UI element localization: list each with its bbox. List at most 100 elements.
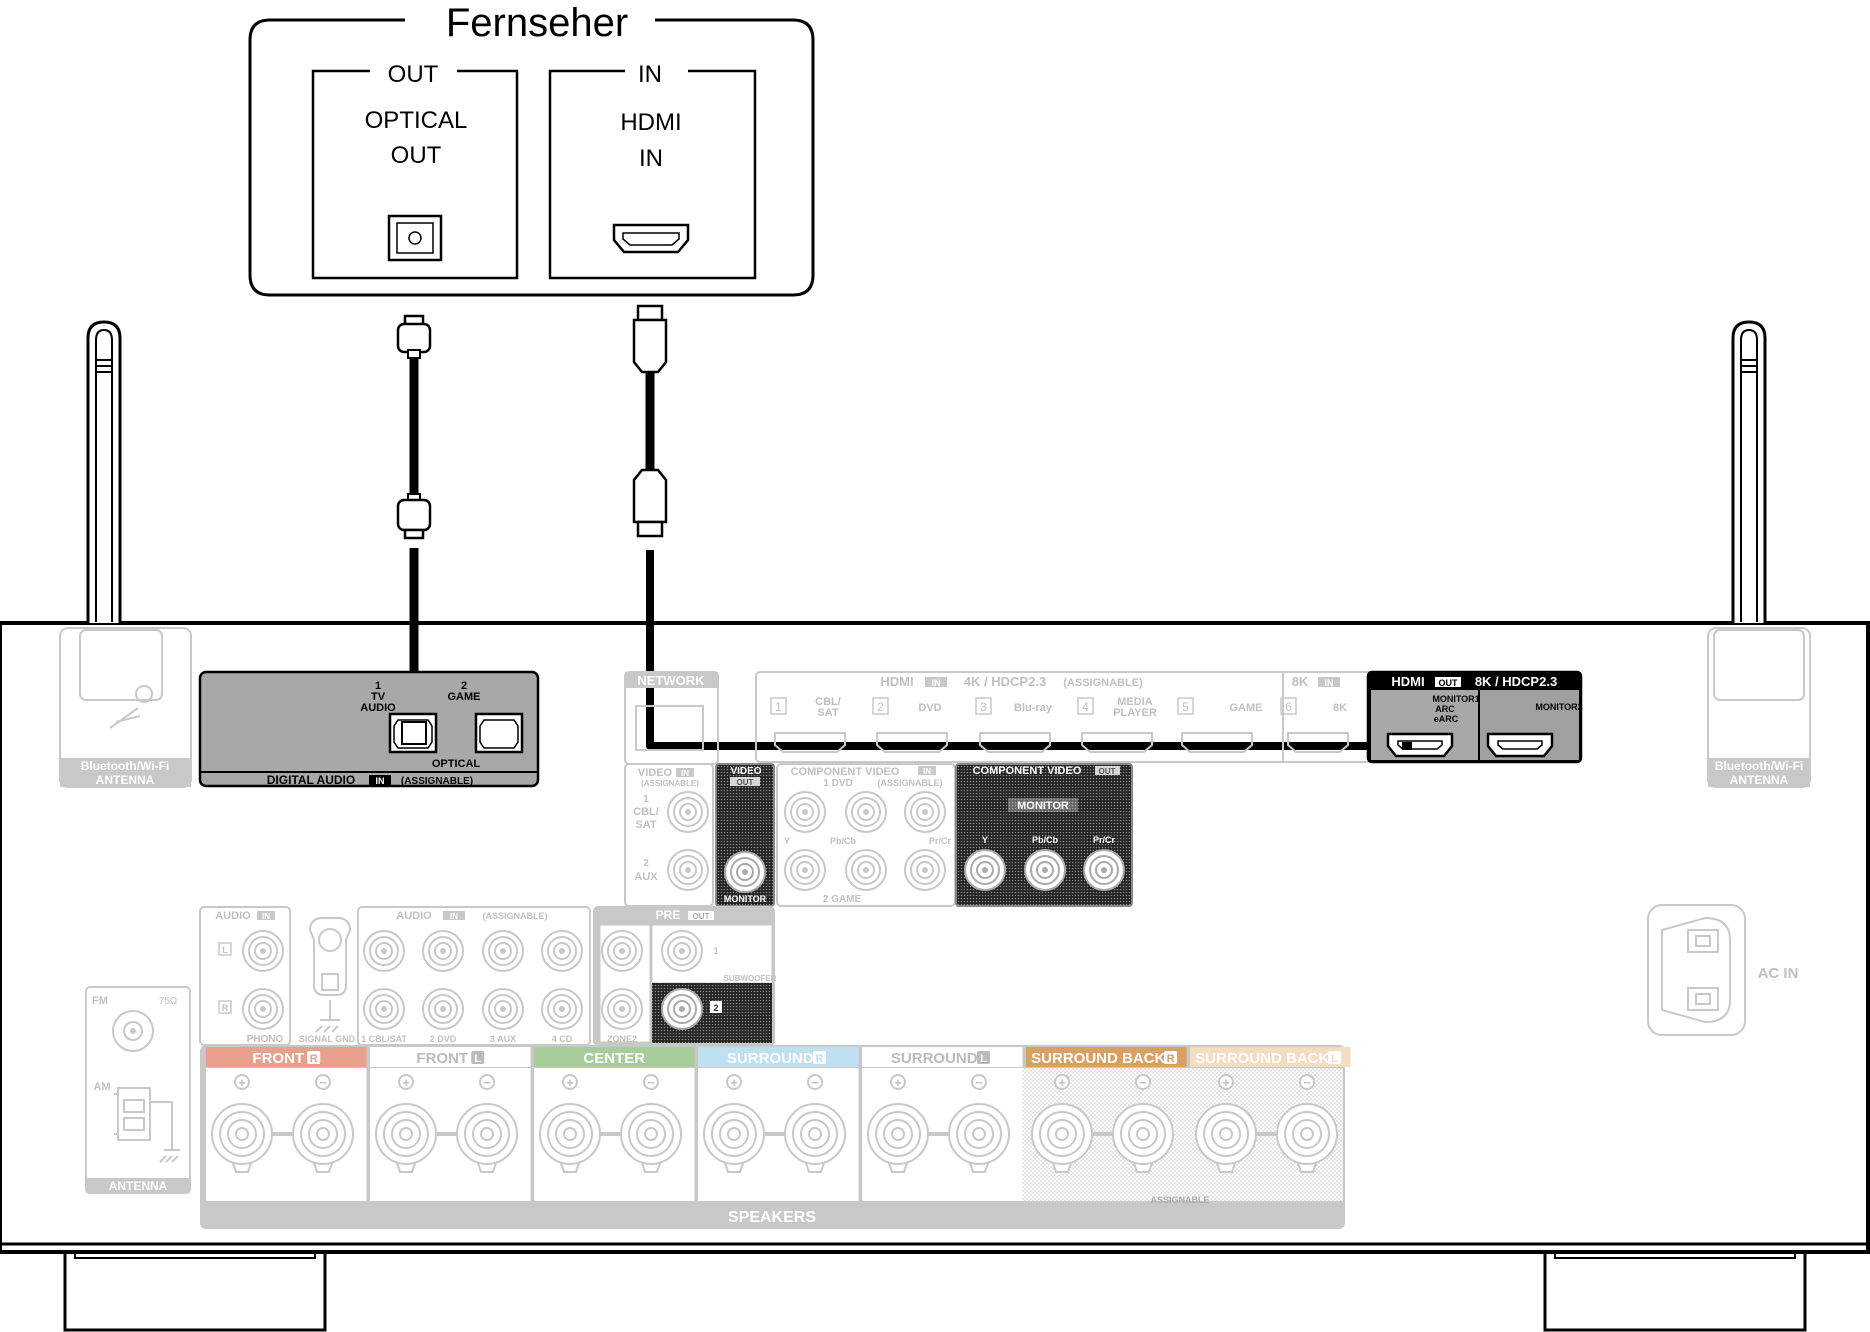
- tuner-fm-label: FM: [92, 995, 108, 1007]
- antenna-left-label-2: ANTENNA: [96, 773, 155, 787]
- audio-assign-sub: (ASSIGNABLE): [483, 911, 548, 921]
- hdmi-out-monitor1-port[interactable]: [1386, 732, 1454, 758]
- speaker-channel-label: FRONT: [252, 1050, 304, 1067]
- speaker-side-badge: [307, 1051, 321, 1064]
- component-in-y: Y: [784, 836, 790, 846]
- hdmi-cable: [632, 304, 1405, 750]
- digital-audio-footer-assignable: (ASSIGNABLE): [401, 776, 473, 787]
- speakers-assignable: ASSIGNABLE: [1150, 1195, 1209, 1205]
- subwoofer-jack-1: [661, 930, 703, 972]
- component-in-sub: (ASSIGNABLE): [878, 778, 943, 788]
- optical-in-port-2[interactable]: [474, 712, 524, 754]
- video-in-1-label-1: CBL/: [633, 806, 659, 818]
- minus-icon: −: [1303, 1075, 1311, 1090]
- pre-out-title: PRE: [656, 908, 681, 922]
- zone2-jack-r: [601, 988, 643, 1030]
- video-in-2-num: 2: [643, 858, 649, 869]
- hdmi-in-1-num: 1: [775, 700, 782, 714]
- minus-icon: −: [483, 1075, 491, 1090]
- component-in-jack-2pb: [845, 849, 887, 891]
- hdmi-in-2-box: [872, 697, 889, 715]
- zone2-jack-l: [601, 930, 643, 972]
- audio-assign-title: AUDIO: [396, 910, 432, 922]
- minus-icon: −: [811, 1075, 819, 1090]
- component-out-jack-y: [964, 849, 1006, 891]
- plus-icon: +: [1222, 1075, 1230, 1090]
- hdmi-in-5-num: 5: [1182, 700, 1189, 714]
- receiver-chassis: [0, 621, 1870, 1332]
- speaker-terminal-minus: −: [1112, 1074, 1174, 1173]
- video-in-title: VIDEO: [638, 767, 673, 779]
- speaker-terminal-plus: +: [375, 1074, 437, 1173]
- bluetooth-wifi-antenna-left: [86, 320, 122, 623]
- video-in-sub: (ASSIGNABLE): [641, 779, 699, 788]
- tv-optical-label-1: OPTICAL: [365, 107, 468, 134]
- speaker-side-badge: [471, 1051, 485, 1064]
- phono-in-title: AUDIO: [215, 910, 251, 922]
- tv-title: Fernseher: [446, 1, 628, 45]
- tuner-ohm-label: 75Ω: [159, 996, 178, 1007]
- speaker-terminal-plus: +: [867, 1074, 929, 1173]
- subwoofer-jack-2: [661, 988, 703, 1030]
- video-out-monitor: MONITOR: [724, 894, 767, 904]
- tv-optical-label-2: OUT: [391, 142, 442, 169]
- hdmi-in-1-port: [774, 732, 846, 753]
- speaker-side-letter: R: [1167, 1053, 1175, 1065]
- tv-hdmi-in-port: [612, 223, 690, 254]
- phono-in-l: L: [222, 945, 228, 955]
- hdmi-out-panel: HDMI OUT 8K / HDCP2.3 MONITOR1 ARC eARC …: [1366, 670, 1583, 764]
- audio-assign-jack-1-r: [363, 988, 405, 1030]
- hdmi-in-2-port: [876, 732, 948, 753]
- hdmi-8k-title-in: IN: [1325, 678, 1334, 688]
- component-out-jack-pb: [1024, 849, 1066, 891]
- audio-assign-jack-2-r: [422, 988, 464, 1030]
- digital-audio-port1-label-2: AUDIO: [360, 702, 396, 714]
- hdmi-in-6-label: 8K: [1333, 702, 1347, 714]
- plus-icon: +: [894, 1075, 902, 1090]
- hdmi-out-monitor2-port[interactable]: [1486, 732, 1554, 758]
- component-in-jack-1pr: [904, 791, 946, 833]
- speaker-channel-label: CENTER: [583, 1050, 645, 1067]
- minus-icon: −: [1139, 1075, 1147, 1090]
- plus-icon: +: [566, 1075, 574, 1090]
- network-label: NETWORK: [637, 673, 705, 688]
- audio-assign-label-3: 3 AUX: [490, 1034, 516, 1044]
- hdmi-in-4-num: 4: [1082, 700, 1089, 714]
- speaker-side-badge: [977, 1051, 991, 1064]
- component-in-jack-2pr: [904, 849, 946, 891]
- ac-in-label: AC IN: [1758, 965, 1799, 982]
- hdmi-in-6-num: 6: [1285, 700, 1292, 714]
- audio-assign-label-1: 1 CBL/SAT: [361, 1034, 407, 1044]
- plus-icon: +: [1058, 1075, 1066, 1090]
- video-out-jack: [724, 851, 766, 893]
- signal-gnd-terminal: [308, 917, 352, 1033]
- hdmi-in-4-label-1: MEDIA: [1117, 696, 1153, 708]
- hdmi-in-1-box: [770, 697, 787, 715]
- speaker-channel-label: SURROUND BACK: [1195, 1050, 1329, 1067]
- tv-optical-out-port: [387, 214, 443, 262]
- speakers-footer: SPEAKERS: [728, 1209, 816, 1226]
- tuner-am-label: AM: [93, 1081, 110, 1093]
- hdmi-in-5-box: [1177, 697, 1194, 715]
- video-in-title-in: IN: [681, 769, 689, 778]
- minus-icon: −: [975, 1075, 983, 1090]
- component-out-title-out: OUT: [1099, 767, 1116, 776]
- speaker-side-letter: L: [1331, 1053, 1338, 1065]
- component-out-monitor: MONITOR: [1017, 800, 1069, 812]
- hdmi-in-4-label-2: PLAYER: [1113, 707, 1157, 719]
- hdmi-in-3-num: 3: [980, 700, 987, 714]
- speaker-terminal-plus: +: [1195, 1074, 1257, 1173]
- speaker-channel-label: SURROUND: [727, 1050, 814, 1067]
- audio-assign-title-in: IN: [450, 912, 458, 921]
- component-in-title: COMPONENT VIDEO: [791, 766, 900, 778]
- component-in-pr: Pr/Cr: [929, 836, 952, 846]
- component-in-pb: Pb/Cb: [830, 836, 857, 846]
- speaker-terminal-plus: +: [703, 1074, 765, 1173]
- audio-assign-label-4: 4 CD: [552, 1034, 573, 1044]
- speaker-terminal-minus: −: [456, 1074, 518, 1173]
- component-out-jack-pr: [1083, 849, 1125, 891]
- tv-out-group-label: OUT: [388, 61, 439, 88]
- optical-label: OPTICAL: [432, 758, 481, 770]
